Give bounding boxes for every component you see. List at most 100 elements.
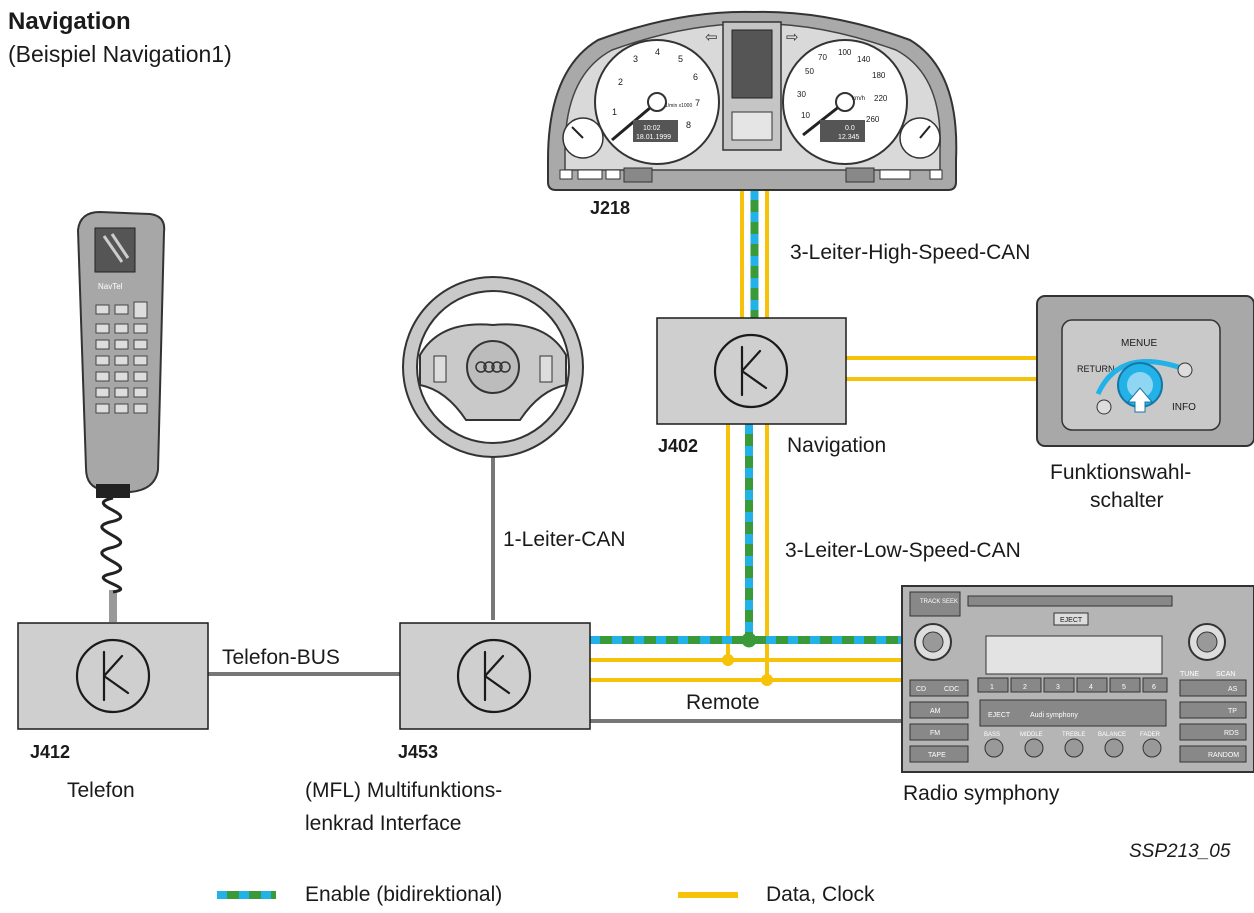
radio-preset-label: 6 bbox=[1152, 684, 1156, 691]
balance-knob[interactable] bbox=[1104, 738, 1124, 758]
random-button[interactable] bbox=[1179, 745, 1247, 763]
speed-tick-label: 50 bbox=[805, 67, 814, 76]
handset-key bbox=[95, 403, 110, 414]
radio-cassette-panel bbox=[979, 699, 1167, 727]
handset-key bbox=[95, 387, 110, 398]
cluster-button bbox=[929, 169, 943, 180]
fws-menue-label: MENUE bbox=[1121, 338, 1157, 349]
middle-knob[interactable] bbox=[1024, 738, 1044, 758]
j402-code: J402 bbox=[658, 436, 698, 456]
volume-knob-cap bbox=[922, 631, 944, 653]
speed-unit: km/h bbox=[852, 96, 865, 102]
fader-knob[interactable] bbox=[1142, 738, 1162, 758]
handset-keypad bbox=[95, 301, 148, 414]
as-label: AS bbox=[1228, 686, 1238, 693]
j402-name: Navigation bbox=[787, 434, 886, 457]
radio-preset-button[interactable] bbox=[1010, 677, 1042, 693]
speed-hub bbox=[835, 92, 855, 112]
audi-rings-logo bbox=[475, 361, 511, 373]
handset-key bbox=[114, 403, 129, 414]
handset-key bbox=[133, 371, 148, 382]
bass-label: BASS bbox=[984, 732, 1000, 738]
tape-button[interactable] bbox=[909, 745, 969, 763]
page-subtitle: (Beispiel Navigation1) bbox=[8, 41, 232, 67]
fuel-needle bbox=[919, 125, 931, 139]
handset-brand: NavTel bbox=[98, 282, 123, 291]
audi-ring bbox=[491, 361, 503, 373]
fws-left-button[interactable] bbox=[1096, 399, 1112, 415]
fws-info-label: INFO bbox=[1172, 402, 1196, 413]
legend-data-label: Data, Clock bbox=[766, 883, 875, 906]
scan-label: SCAN bbox=[1216, 671, 1235, 678]
navigation-display bbox=[731, 29, 773, 99]
handset-display-glare bbox=[102, 233, 130, 263]
bass-knob[interactable] bbox=[984, 738, 1004, 758]
rpm-tick-label: 8 bbox=[686, 120, 691, 130]
speed-tick-label: 180 bbox=[872, 71, 886, 80]
handset-key bbox=[133, 387, 148, 398]
odometer-trip: 0.0 bbox=[845, 125, 855, 132]
radio-preset-button[interactable] bbox=[1142, 677, 1168, 693]
radio-preset-label: 1 bbox=[990, 684, 994, 691]
telephone-handset: NavTel bbox=[76, 210, 166, 594]
telefon-bus-label: Telefon-BUS bbox=[222, 646, 340, 669]
tape-label: TAPE bbox=[928, 752, 946, 759]
j453-code: J453 bbox=[398, 742, 438, 762]
legend: Enable (bidirektional) Data, Clock bbox=[217, 883, 875, 906]
track-seek-button[interactable] bbox=[909, 591, 961, 617]
cluster-button bbox=[879, 169, 911, 180]
clock-date: 18.01.1999 bbox=[636, 134, 671, 141]
am-button[interactable] bbox=[909, 701, 969, 719]
handset-key bbox=[133, 355, 148, 366]
steering-wheel bbox=[402, 276, 584, 458]
clock-display bbox=[633, 120, 678, 142]
j412-name: Telefon bbox=[67, 779, 135, 802]
rpm-tick-label: 1 bbox=[612, 107, 617, 117]
turn-right-icon: ⇨ bbox=[786, 28, 799, 46]
reference-code: SSP213_05 bbox=[1129, 841, 1231, 862]
fm-button[interactable] bbox=[909, 723, 969, 741]
handset-body bbox=[76, 210, 166, 494]
radio-display bbox=[985, 635, 1163, 675]
radio-preset-label: 2 bbox=[1023, 684, 1027, 691]
treble-knob[interactable] bbox=[1064, 738, 1084, 758]
cdc-label: CDC bbox=[944, 686, 959, 693]
handset-key bbox=[95, 371, 110, 382]
radio-name: Radio symphony bbox=[903, 782, 1060, 805]
radio-preset-button[interactable] bbox=[977, 677, 1009, 693]
junction-enable bbox=[741, 632, 757, 648]
as-button[interactable] bbox=[1179, 679, 1247, 697]
rpm-tick-label: 4 bbox=[655, 47, 660, 57]
fader-label: FADER bbox=[1140, 732, 1161, 738]
am-label: AM bbox=[930, 708, 941, 715]
radio-preset-button[interactable] bbox=[1043, 677, 1075, 693]
j453-name-line2: lenkrad Interface bbox=[305, 812, 461, 835]
tune-label: TUNE bbox=[1180, 671, 1199, 678]
tuning-knob-cap bbox=[1196, 631, 1218, 653]
high-speed-can-label: 3-Leiter-High-Speed-CAN bbox=[790, 241, 1030, 264]
wheel-right-buttons bbox=[539, 355, 553, 383]
handset-key bbox=[95, 339, 110, 350]
radio-symphony-device: EJECT 1 2 3 4 5 6 EJECT Audi symphony TR… bbox=[901, 585, 1254, 773]
speed-tick-label: 260 bbox=[866, 115, 880, 124]
track-seek-label: TRACK SEEK bbox=[920, 599, 958, 605]
info-display bbox=[731, 111, 773, 141]
one-wire-can-label: 1-Leiter-CAN bbox=[503, 528, 626, 551]
fws-right-button[interactable] bbox=[1177, 362, 1193, 378]
rds-button[interactable] bbox=[1179, 723, 1247, 741]
fws-knob-cap bbox=[1127, 372, 1153, 398]
handset-key bbox=[95, 355, 110, 366]
cluster-button bbox=[605, 169, 621, 180]
radio-preset-label: 5 bbox=[1122, 684, 1126, 691]
cd-button[interactable] bbox=[909, 679, 969, 697]
radio-preset-button[interactable] bbox=[1076, 677, 1108, 693]
control-unit-k-glyph bbox=[483, 650, 511, 702]
handset-key bbox=[114, 355, 129, 366]
tp-button[interactable] bbox=[1179, 701, 1247, 719]
temperature-needle bbox=[571, 126, 584, 139]
j453-mfl-box bbox=[399, 622, 591, 730]
speed-tick-label: 30 bbox=[797, 90, 806, 99]
radio-eject-top[interactable] bbox=[1053, 612, 1089, 626]
radio-preset-button[interactable] bbox=[1109, 677, 1141, 693]
